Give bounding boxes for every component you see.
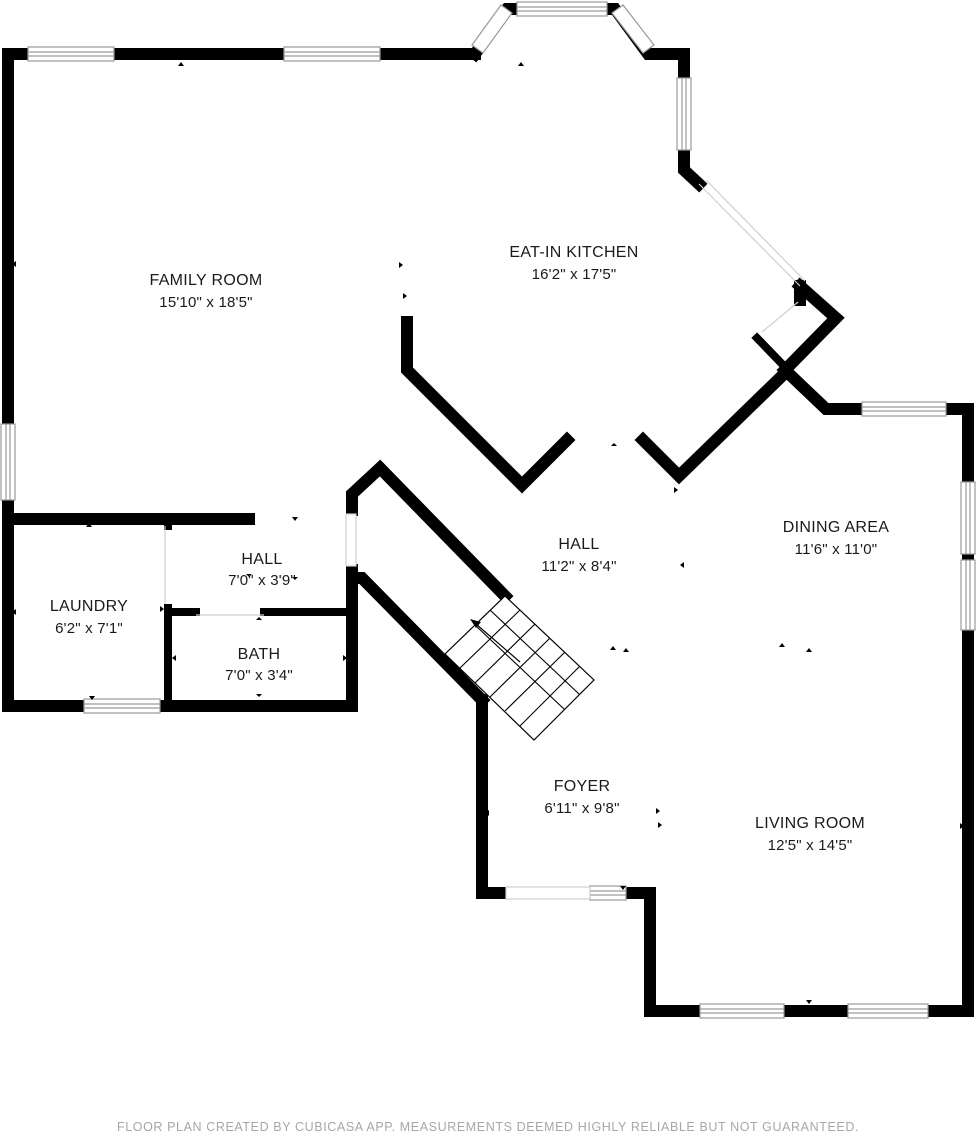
measure-markers <box>12 62 964 1004</box>
window-family-top-2 <box>283 46 381 62</box>
foyer-name: FOYER <box>554 778 611 795</box>
wall-bay-top <box>466 2 708 193</box>
hall-main-name: HALL <box>558 536 599 553</box>
window-living-bottom-1 <box>699 1003 785 1019</box>
room-labels: FAMILY ROOM 15'10" x 18'5" EAT-IN KITCHE… <box>50 244 889 854</box>
hall-main-dims: 11'2" x 8'4" <box>541 558 616 575</box>
wall-kitchen-right-angle <box>634 365 793 485</box>
wall-nook-inner <box>751 332 790 372</box>
door-nook <box>761 301 799 333</box>
windows <box>0 1 976 1019</box>
window-dining-right-1 <box>960 481 976 555</box>
door-hall-closet <box>345 513 357 567</box>
door-front <box>505 886 591 900</box>
window-bay-left <box>471 4 513 54</box>
living-dims: 12'5" x 14'5" <box>768 837 853 854</box>
window-foyer-bottom <box>589 885 627 901</box>
door-kitchen-slider <box>698 179 806 287</box>
window-kitchen-right <box>676 77 692 151</box>
stair-arrow-icon <box>470 619 521 663</box>
staircase <box>444 595 595 741</box>
laundry-name: LAUNDRY <box>50 598 128 615</box>
wall-kitchen-left-angle <box>401 316 576 494</box>
walls <box>2 2 974 1017</box>
family-room-dims: 15'10" x 18'5" <box>159 294 252 311</box>
foyer-dims: 6'11" x 9'8" <box>544 800 619 817</box>
window-laundry-bottom <box>83 698 161 714</box>
footer-disclaimer: FLOOR PLAN CREATED BY CUBICASA APP. MEAS… <box>116 1120 860 1134</box>
hall-small-name: HALL <box>241 551 282 568</box>
bath-name: BATH <box>238 646 281 663</box>
window-dining-top <box>861 401 947 417</box>
doors <box>164 179 806 900</box>
laundry-dims: 6'2" x 7'1" <box>55 620 123 637</box>
window-bay-right <box>611 4 655 54</box>
window-dining-right-2 <box>960 559 976 631</box>
family-room-name: FAMILY ROOM <box>150 272 263 289</box>
bath-dims: 7'0" x 3'4" <box>225 667 293 684</box>
living-name: LIVING ROOM <box>755 815 865 832</box>
wall-stair-lower <box>346 564 491 709</box>
hall-small-dims: 7'0" x 3'9" <box>228 572 296 589</box>
kitchen-name: EAT-IN KITCHEN <box>509 244 638 261</box>
dining-dims: 11'6" x 11'0" <box>795 541 878 558</box>
dining-name: DINING AREA <box>783 519 889 536</box>
wall-bath-bottom <box>154 572 358 712</box>
kitchen-dims: 16'2" x 17'5" <box>532 266 617 283</box>
wall-stair-upper <box>346 459 514 605</box>
window-bay-center <box>516 1 608 17</box>
window-living-bottom-2 <box>847 1003 929 1019</box>
window-family-top-1 <box>27 46 115 62</box>
window-family-left <box>0 423 16 501</box>
